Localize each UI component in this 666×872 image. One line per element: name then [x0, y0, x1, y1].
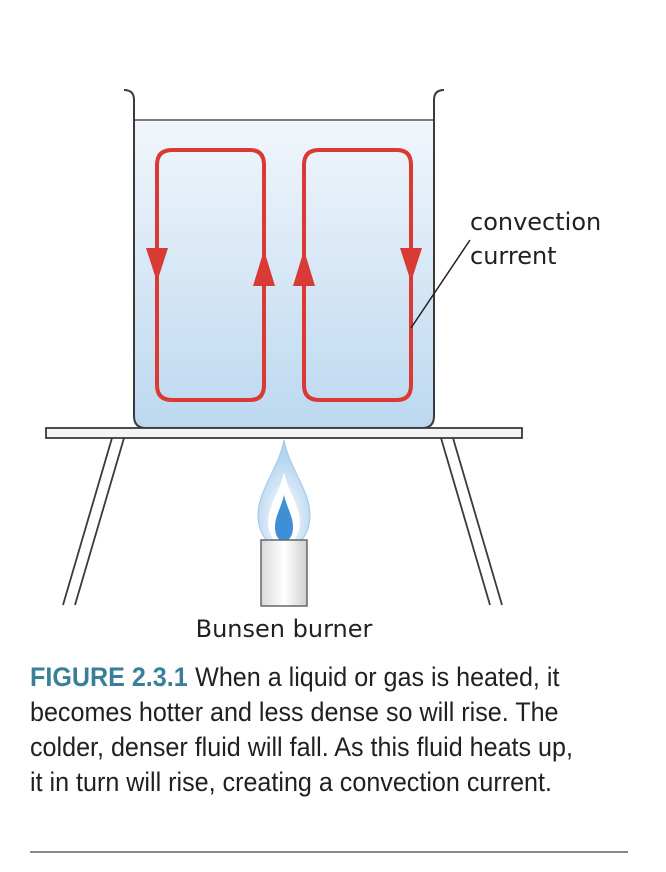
arrow-down-icon [146, 248, 168, 282]
beaker-water [134, 120, 434, 428]
figure-number: FIGURE 2.3.1 [30, 662, 188, 692]
arrow-down-icon [400, 248, 422, 282]
bunsen-burner-tube [260, 539, 308, 607]
caption-divider [30, 851, 628, 853]
caption-text: When a liquid or gas is heated, it becom… [30, 662, 573, 797]
convection-loop-right [293, 148, 422, 402]
bunsen-flame [257, 439, 311, 549]
tripod-legs [62, 437, 503, 606]
convection-loop-left [146, 148, 275, 402]
label-pointer-line [410, 239, 471, 329]
arrow-up-icon [293, 250, 315, 286]
convection-diagram: convection current Bunsen burner [45, 89, 601, 643]
arrow-up-icon [253, 250, 275, 286]
convection-current-label-line1: convection [470, 208, 601, 236]
bunsen-burner-label: Bunsen burner [196, 615, 373, 643]
convection-current-label-line2: current [470, 242, 557, 270]
tripod-top [45, 427, 523, 439]
